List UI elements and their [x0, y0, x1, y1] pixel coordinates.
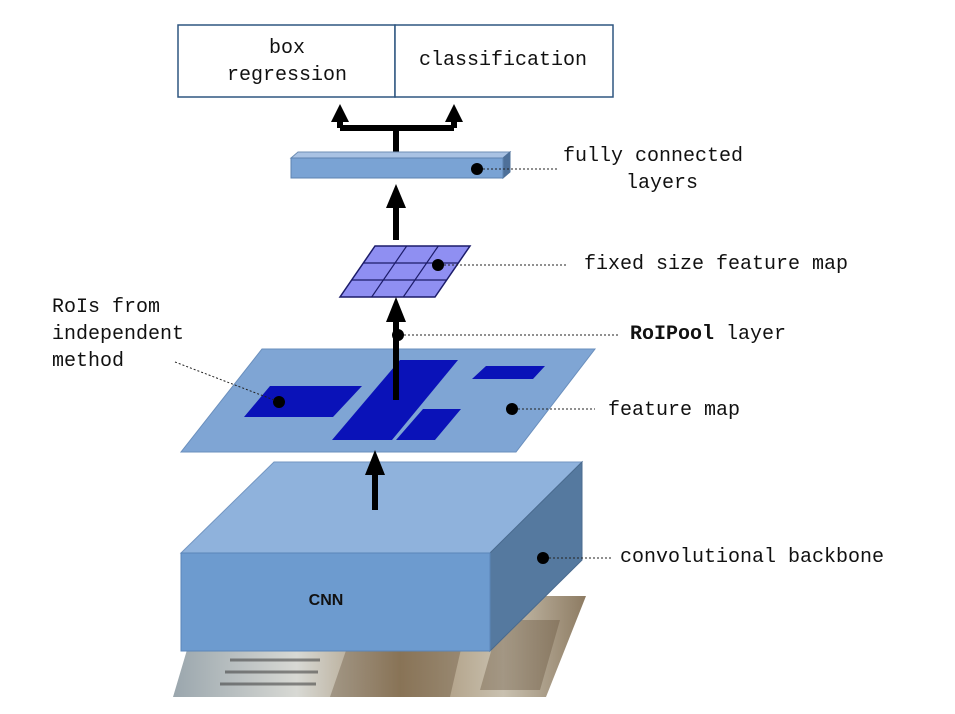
callout-feature-map [506, 403, 595, 415]
cnn-label: CNN [309, 592, 344, 609]
roi-region-4 [472, 366, 545, 379]
cnn-backbone-block: CNN [179, 460, 584, 653]
callout-fully-connected [471, 163, 558, 175]
roi-region-1 [244, 386, 362, 417]
fork-arrow [331, 104, 463, 152]
callout-rois [174, 361, 285, 408]
fully-connected-layer-bar [289, 150, 512, 180]
fully-connected-label-line2: layers [626, 172, 698, 195]
roi-region-3 [396, 409, 461, 440]
classification-box [394, 24, 614, 98]
feature-map-label: feature map [608, 399, 740, 422]
rois-label-line3: method [52, 350, 124, 373]
callout-fixed-size-map [432, 259, 568, 271]
callout-roipool [392, 329, 618, 341]
classification-label: classification [419, 49, 587, 72]
rois-label-line2: independent [52, 323, 184, 346]
fixed-size-feature-map-label: fixed size feature map [584, 253, 848, 276]
convolutional-backbone-label: convolutional backbone [620, 546, 884, 569]
output-boxes: box regression classification [177, 24, 614, 98]
rois-label-line1: RoIs from [52, 296, 160, 319]
roipool-label-bold: RoIPool [630, 323, 714, 346]
box-regression-box [177, 24, 396, 98]
callout-conv-backbone [537, 552, 612, 564]
roipool-label-rest: layer [714, 323, 786, 346]
feature-map-plane [179, 348, 597, 453]
fully-connected-label-line1: fully connected [563, 145, 743, 168]
roipool-layer-label: RoIPool layer [630, 323, 786, 346]
arrow-to-fc [386, 184, 406, 240]
box-regression-label-line1: box [269, 37, 305, 60]
box-regression-label-line2: regression [227, 64, 347, 87]
arrow-cnn-to-feature-map [365, 450, 385, 510]
fixed-size-feature-map-grid [338, 245, 472, 298]
